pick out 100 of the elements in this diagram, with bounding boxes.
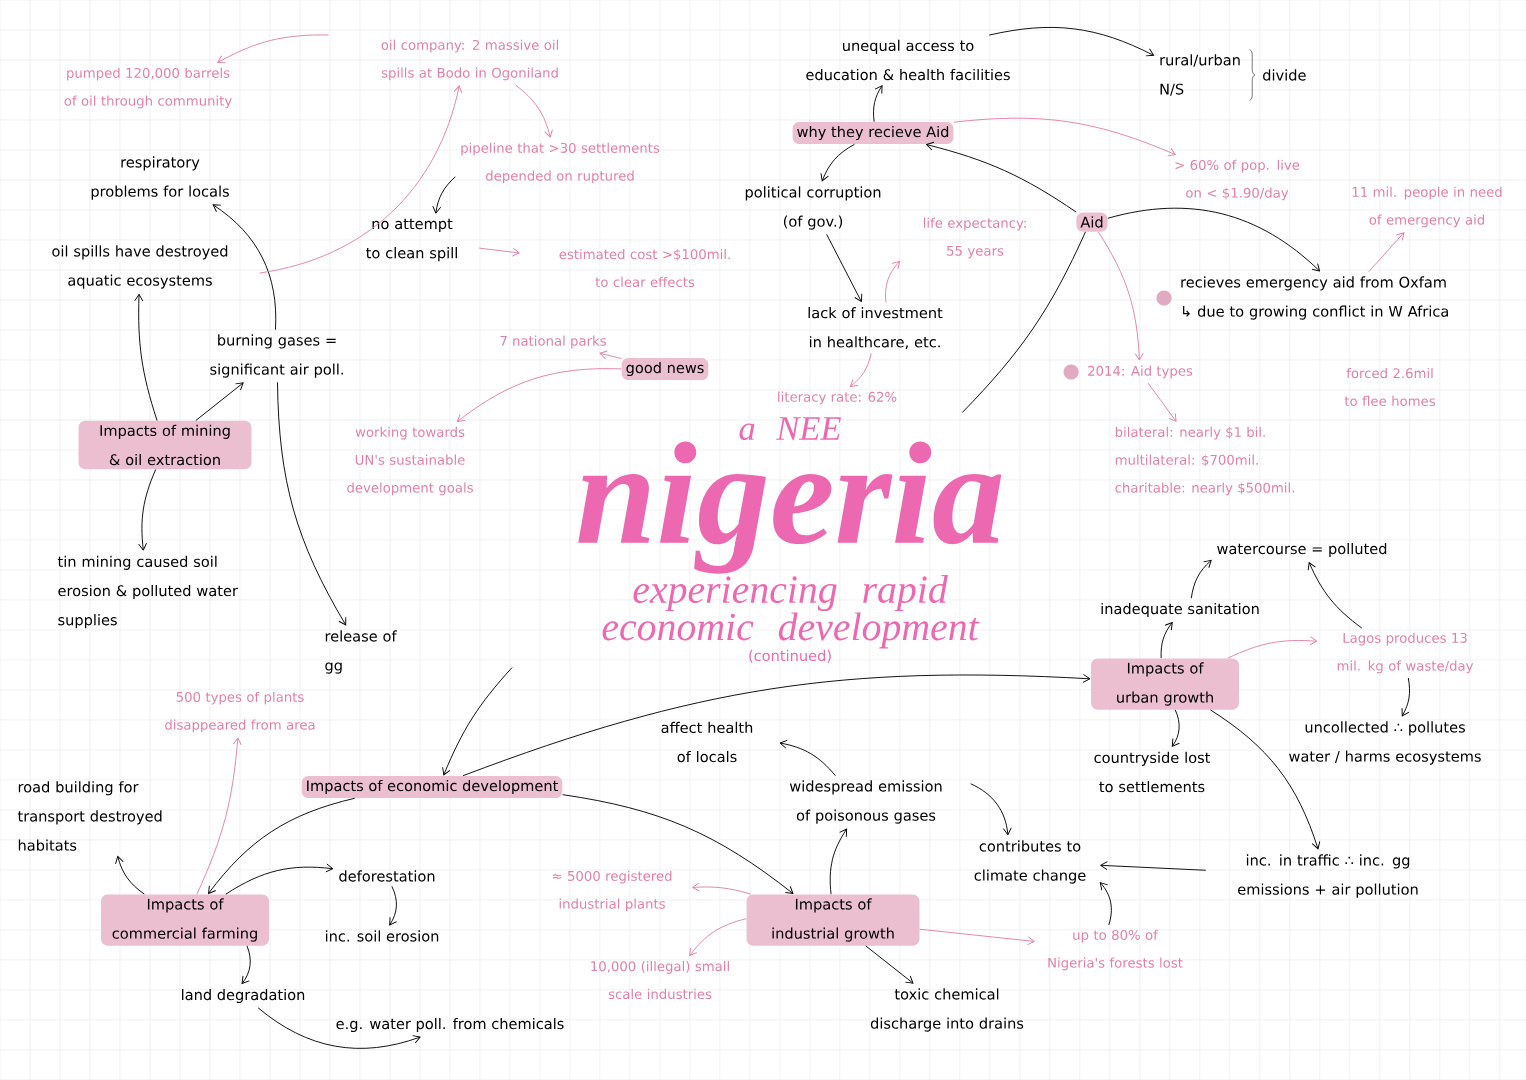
arrow bbox=[919, 928, 1035, 946]
fact-note: literacy rate: 62% bbox=[778, 391, 897, 405]
connector-line bbox=[961, 231, 1086, 413]
note-text: contributes to climate change bbox=[974, 840, 1086, 884]
note-text: road building for transport destroyed habitats bbox=[17, 781, 162, 851]
arrow bbox=[241, 945, 251, 985]
note-text: affect health of locals bbox=[661, 721, 753, 763]
arrow bbox=[138, 469, 157, 551]
topic-heading: good news bbox=[621, 357, 709, 381]
arrow bbox=[462, 674, 1091, 777]
arrow bbox=[1171, 709, 1180, 747]
note-text: respiratory problems for locals bbox=[91, 156, 229, 200]
note-text: unequal access to education & health facilities bbox=[806, 39, 1010, 81]
arrow bbox=[599, 350, 622, 360]
note-text: no attempt to clean spill bbox=[366, 218, 457, 262]
arrow bbox=[442, 667, 513, 776]
fact-note: working towards UN's sustainable development goals bbox=[347, 426, 473, 496]
fact-note: 10,000 (illegal) small scale industries bbox=[591, 960, 729, 1000]
arrow bbox=[208, 797, 356, 894]
note-text: lack of investment in healthcare, etc. bbox=[808, 307, 943, 349]
fact-note: ≈ 5000 registered industrial plants bbox=[552, 870, 672, 912]
arrow bbox=[988, 26, 1155, 57]
arrow bbox=[865, 945, 914, 984]
arrow bbox=[1097, 231, 1144, 361]
note-text: tin mining caused soil erosion & polluted water supplies bbox=[57, 555, 238, 629]
note-text: land degradation bbox=[182, 988, 305, 1004]
fact-note: > 60% of pop. live on < $1.90/day bbox=[1175, 159, 1300, 201]
fact-note: 2014: Aid types bbox=[1088, 365, 1193, 379]
note-text: widespread emission of poisonous gases bbox=[789, 780, 942, 824]
fact-note: forced 2.6mil to flee homes bbox=[1344, 367, 1435, 407]
fact-note: oil company: 2 massive oil spills at Bodo in Ogoniland bbox=[381, 39, 558, 81]
fact-note: bilateral: nearly $1 bil. multilateral: $700mil. charitable: nearly $500mil. bbox=[1115, 426, 1294, 496]
fact-note: 11 mil. people in need of emergency aid bbox=[1352, 186, 1502, 228]
topic-heading: Impacts of economic development bbox=[301, 775, 563, 799]
arrow bbox=[1147, 382, 1177, 422]
arrow bbox=[1100, 861, 1207, 871]
note-text: uncollected ∴ pollutes water / harms ecosystems bbox=[1289, 721, 1481, 765]
topic-heading: Impacts of commercial farming bbox=[101, 894, 269, 946]
arrow bbox=[1107, 207, 1321, 272]
arrow bbox=[1307, 562, 1363, 629]
arrow bbox=[885, 261, 901, 303]
note-text: e.g. water poll. from chemicals bbox=[336, 1017, 564, 1033]
note-text: release of gg bbox=[325, 630, 397, 674]
arrow bbox=[926, 141, 1077, 213]
topic-heading: Impacts of industrial growth bbox=[746, 894, 920, 946]
note-text: countryside lost to settlements bbox=[1094, 751, 1211, 793]
arrow bbox=[432, 176, 456, 214]
note-text: oil spills have destroyed aquatic ecosystems bbox=[52, 245, 228, 289]
arrow bbox=[217, 34, 330, 64]
note-text: watercourse = polluted bbox=[1217, 542, 1387, 558]
title-heading: a NEE nigeria experiencing rapid economic development (continued) bbox=[578, 417, 1002, 663]
arrow bbox=[212, 204, 277, 331]
fact-note: up to 80% of Nigeria's forests lost bbox=[1048, 929, 1183, 971]
arrow bbox=[820, 143, 855, 182]
arrow bbox=[849, 353, 872, 387]
topic-heading: Impacts of urban growth bbox=[1091, 658, 1239, 710]
fact-note: pipeline that >30 settlements depended on ruptured bbox=[461, 142, 660, 184]
note-text: burning gases = significant air poll. bbox=[210, 334, 343, 378]
note-text: inc. in traffic ∴ inc. gg emissions + air pollution bbox=[1238, 854, 1418, 898]
arrow bbox=[1227, 636, 1318, 659]
note-text: recieves emergency aid from Oxfam ↳ due to growing conflict in W Africa bbox=[1181, 276, 1448, 320]
topic-heading: Aid bbox=[1076, 212, 1108, 232]
note-text: political corruption (of gov.) bbox=[745, 186, 881, 230]
arrow bbox=[196, 737, 242, 895]
arrow bbox=[134, 293, 158, 421]
topic-heading: Impacts of mining & oil extraction bbox=[78, 420, 252, 470]
note-text: inc. soil erosion bbox=[326, 930, 439, 942]
arrow bbox=[115, 855, 145, 895]
arrow bbox=[779, 739, 836, 777]
arrow bbox=[873, 85, 883, 123]
note-text: deforestation bbox=[339, 870, 435, 882]
fact-note: pumped 120,000 barrels of oil through community bbox=[64, 67, 232, 109]
fact-note: Lagos produces 13 mil. kg of waste/day bbox=[1337, 632, 1474, 674]
arrow bbox=[259, 85, 463, 274]
arrow bbox=[689, 918, 747, 956]
note-text: inadequate sanitation bbox=[1101, 602, 1259, 618]
arrow bbox=[257, 1007, 421, 1049]
arrow bbox=[1401, 677, 1410, 717]
arrow bbox=[1368, 232, 1405, 273]
fact-note: estimated cost >$100mil. to clear effects bbox=[559, 248, 730, 288]
arrow bbox=[389, 885, 398, 926]
arrow bbox=[478, 247, 520, 257]
arrow bbox=[1160, 622, 1173, 659]
fact-note: 7 national parks bbox=[500, 335, 606, 349]
arrow bbox=[826, 233, 863, 302]
arrow bbox=[1099, 882, 1112, 926]
fact-note: life expectancy: 55 years bbox=[923, 217, 1026, 259]
side-label: divide bbox=[1263, 69, 1306, 81]
arrow bbox=[829, 828, 848, 895]
arrow bbox=[692, 882, 752, 895]
arrow bbox=[277, 381, 347, 626]
arrow bbox=[953, 117, 1176, 157]
topic-heading: why they recieve Aid bbox=[792, 121, 954, 145]
note-text: toxic chemical discharge into drains bbox=[870, 988, 1024, 1032]
arrow bbox=[195, 382, 244, 421]
arrow bbox=[1190, 559, 1212, 599]
note-text: rural/urban N/S bbox=[1160, 54, 1240, 96]
arrow bbox=[970, 783, 1012, 836]
arrow bbox=[514, 84, 553, 138]
arrow bbox=[225, 863, 334, 895]
